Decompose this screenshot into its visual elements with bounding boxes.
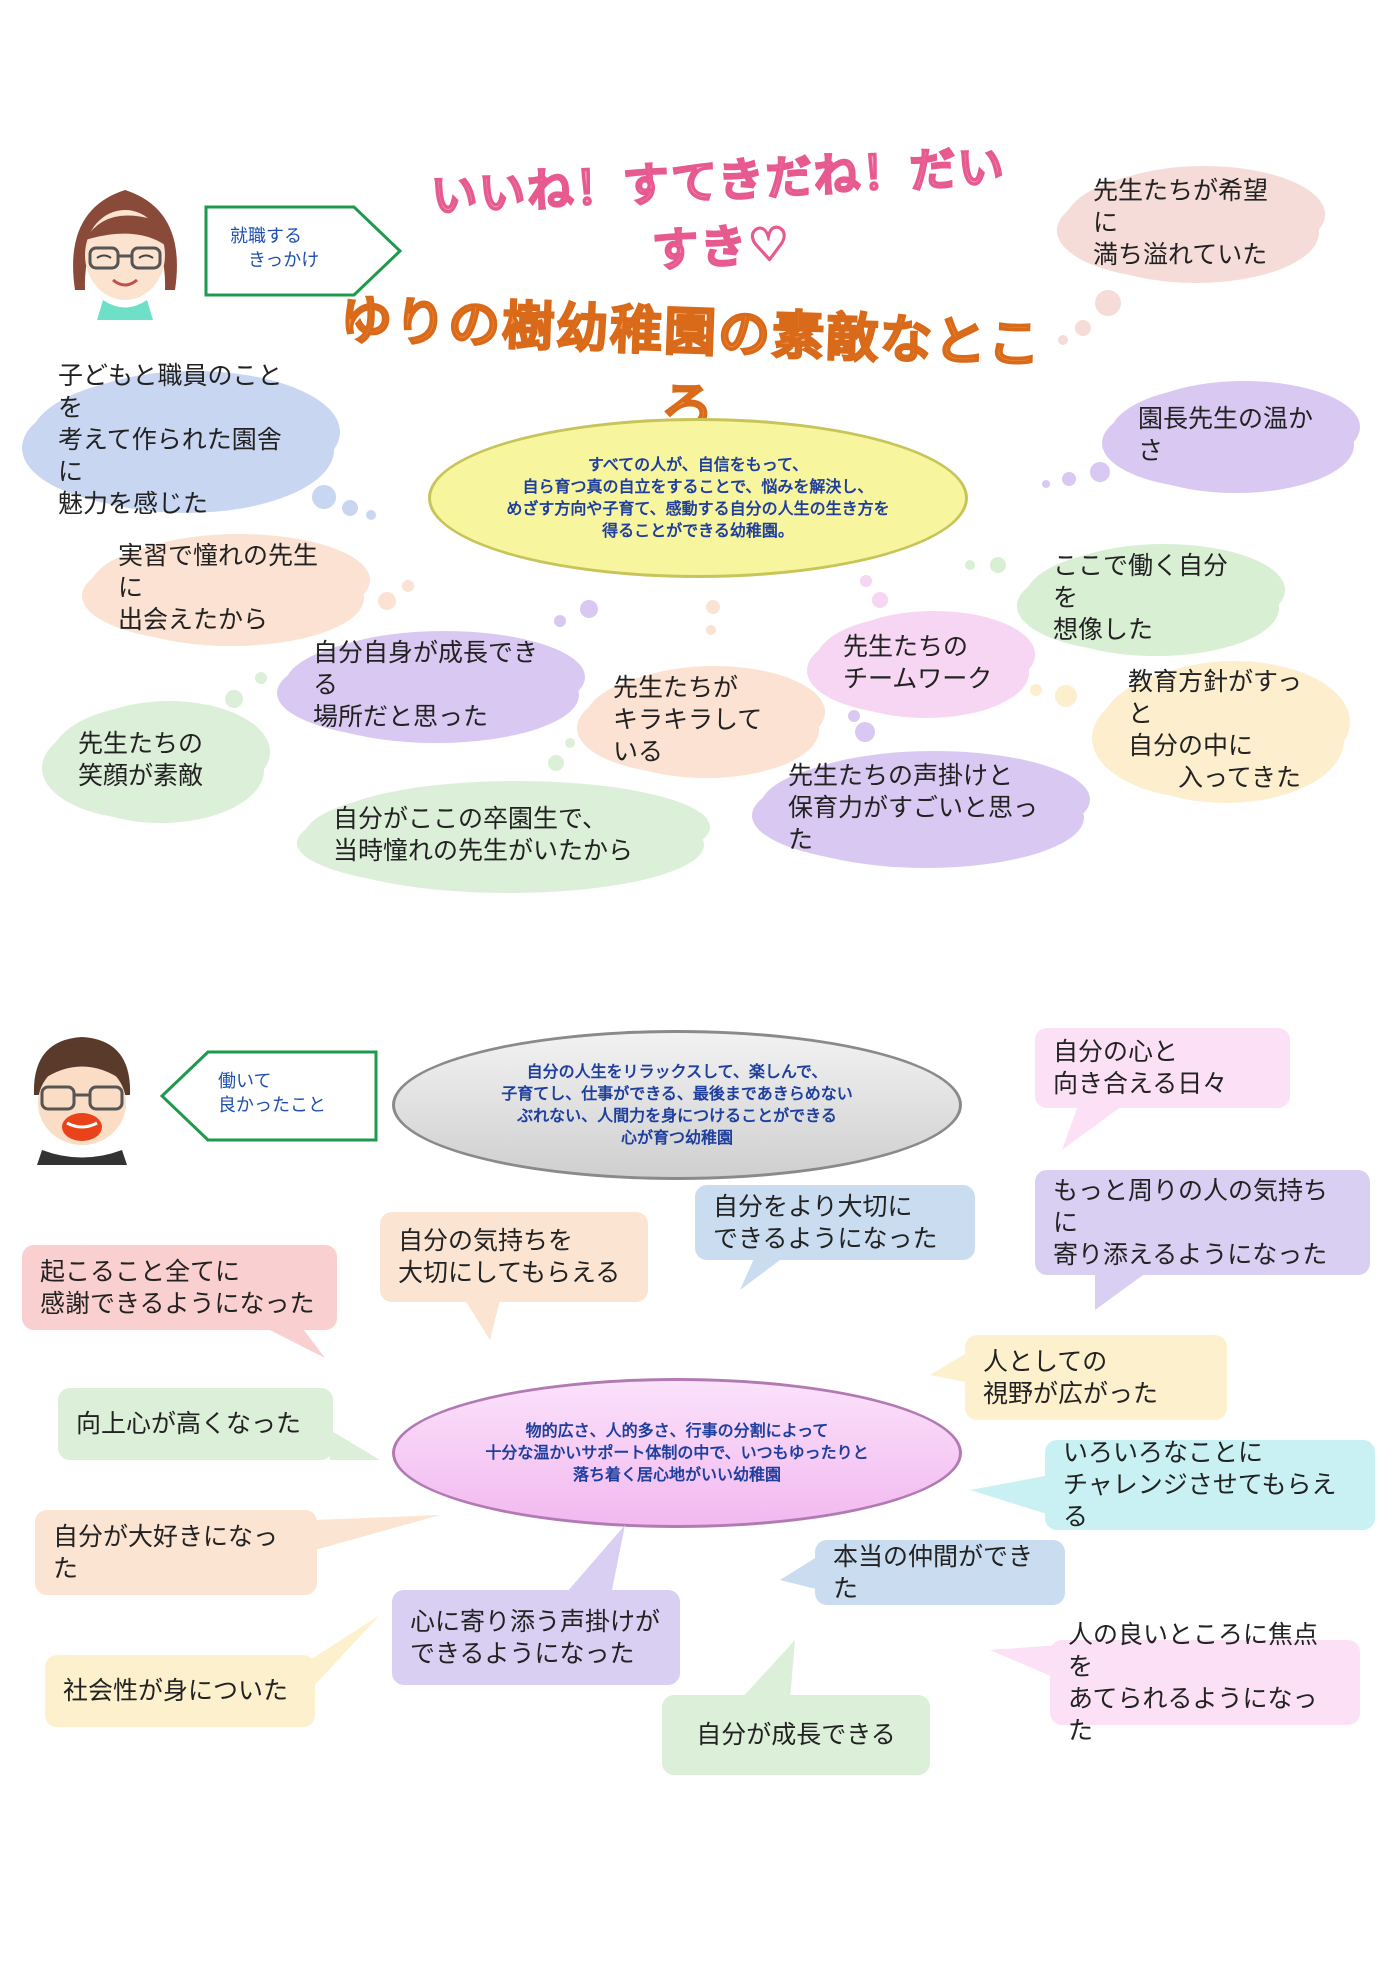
thought-dot [1058, 335, 1068, 345]
thought-dot [580, 600, 598, 618]
center-support-ellipse: 物的広さ、人的多さ、行事の分割によって 十分な温かいサポート体制の中で、いつもゆ… [392, 1378, 962, 1528]
center-philosophy: すべての人が、自信をもって、 自ら育つ真の自立をすることで、悩みを解決し、 めざ… [428, 418, 968, 578]
thought-dot [565, 738, 575, 748]
thought-dot [1090, 462, 1110, 482]
thought-dot [872, 592, 888, 608]
cloud-policy: 教育方針がすっと 自分の中に 入ってきた [1100, 665, 1340, 795]
thought-dot [860, 575, 872, 587]
thought-dot [706, 625, 716, 635]
cloud-alumni: 自分がここの卒園生で、 当時憧れの先生がいたから [305, 785, 700, 885]
cloud-hope: 先生たちが希望に 満ち溢れていた [1065, 170, 1315, 275]
bubble-feelings-valued: 自分の気持ちを 大切にしてもらえる [380, 1212, 648, 1302]
avatar-man [12, 1025, 152, 1165]
tag-job-reason: 就職する きっかけ [204, 205, 403, 297]
thought-dot [225, 690, 243, 708]
thought-dot [255, 672, 267, 684]
bubble-perspective: 人としての 視野が広がった [965, 1335, 1227, 1420]
thought-dot [990, 557, 1006, 573]
thought-dot [706, 600, 720, 614]
thought-dot [312, 485, 336, 509]
thought-dot [1075, 320, 1091, 336]
bubble-strengths: 人の良いところに焦点を あてられるようになった [1050, 1620, 1360, 1745]
bubble-self-love: 自分が大好きになった [35, 1510, 317, 1595]
thought-dot [855, 722, 875, 742]
thought-dot [554, 615, 566, 627]
thought-dot [378, 592, 396, 610]
bubble-can-grow: 自分が成長できる [662, 1695, 930, 1775]
avatar-woman [55, 170, 195, 320]
cloud-practicum: 実習で憧れの先生に 出会えたから [90, 538, 360, 638]
cloud-smile: 先生たちの 笑顔が素敵 [50, 705, 260, 815]
cloud-growth-place: 自分自身が成長できる 場所だと思った [285, 635, 575, 735]
thought-dot [1042, 480, 1050, 488]
catch-title: いいね！すてきだね！だいすき♡ [429, 138, 1008, 279]
thought-dot [1055, 685, 1077, 707]
thought-dot [1062, 472, 1076, 486]
thought-dot [548, 755, 564, 771]
thought-dot [1030, 684, 1042, 696]
thought-dot [1095, 290, 1121, 316]
cloud-building: 子どもと職員のことを 考えて作られた園舎に 魅力を感じた [30, 361, 330, 518]
bubble-challenge: いろいろなことに チャレンジさせてもらえる [1045, 1438, 1375, 1531]
bubble-ambition: 向上心が高くなった [58, 1388, 333, 1460]
bubble-face-heart: 自分の心と 向き合える日々 [1035, 1028, 1290, 1108]
thought-dot [965, 560, 975, 570]
tag-good-points-label: 働いて 良かったこと [218, 1071, 326, 1116]
bubble-friends: 本当の仲間ができた [815, 1540, 1065, 1605]
bubble-self-care: 自分をより大切に できるようになった [695, 1185, 975, 1260]
bubble-sociality: 社会性が身についた [45, 1655, 315, 1727]
thought-dot [366, 510, 376, 520]
thought-dot [342, 500, 358, 516]
bubble-gratitude: 起こること全てに 感謝できるようになった [22, 1245, 337, 1330]
cloud-teacher-skill: 先生たちの声掛けと 保育力がすごいと思った [760, 755, 1080, 860]
thought-dot [402, 580, 414, 592]
bubble-empathy: もっと周りの人の気持ちに 寄り添えるようになった [1035, 1170, 1370, 1275]
bubble-caring-words: 心に寄り添う声掛けが できるようになった [392, 1590, 680, 1685]
cloud-imagine: ここで働く自分を 想像した [1025, 548, 1275, 648]
center-life-ellipse: 自分の人生をリラックスして、楽しんで、 子育てし、仕事ができる、最後まであきらめ… [392, 1030, 962, 1180]
cloud-teamwork: 先生たちの チームワーク [815, 615, 1025, 710]
thought-dot [848, 710, 860, 722]
tag-job-reason-label: 就職する きっかけ [230, 226, 320, 271]
tag-good-points: 働いて 良かったこと [160, 1050, 380, 1142]
cloud-sparkle: 先生たちが キラキラしている [585, 670, 815, 770]
cloud-principal: 園長先生の温かさ [1110, 385, 1350, 485]
